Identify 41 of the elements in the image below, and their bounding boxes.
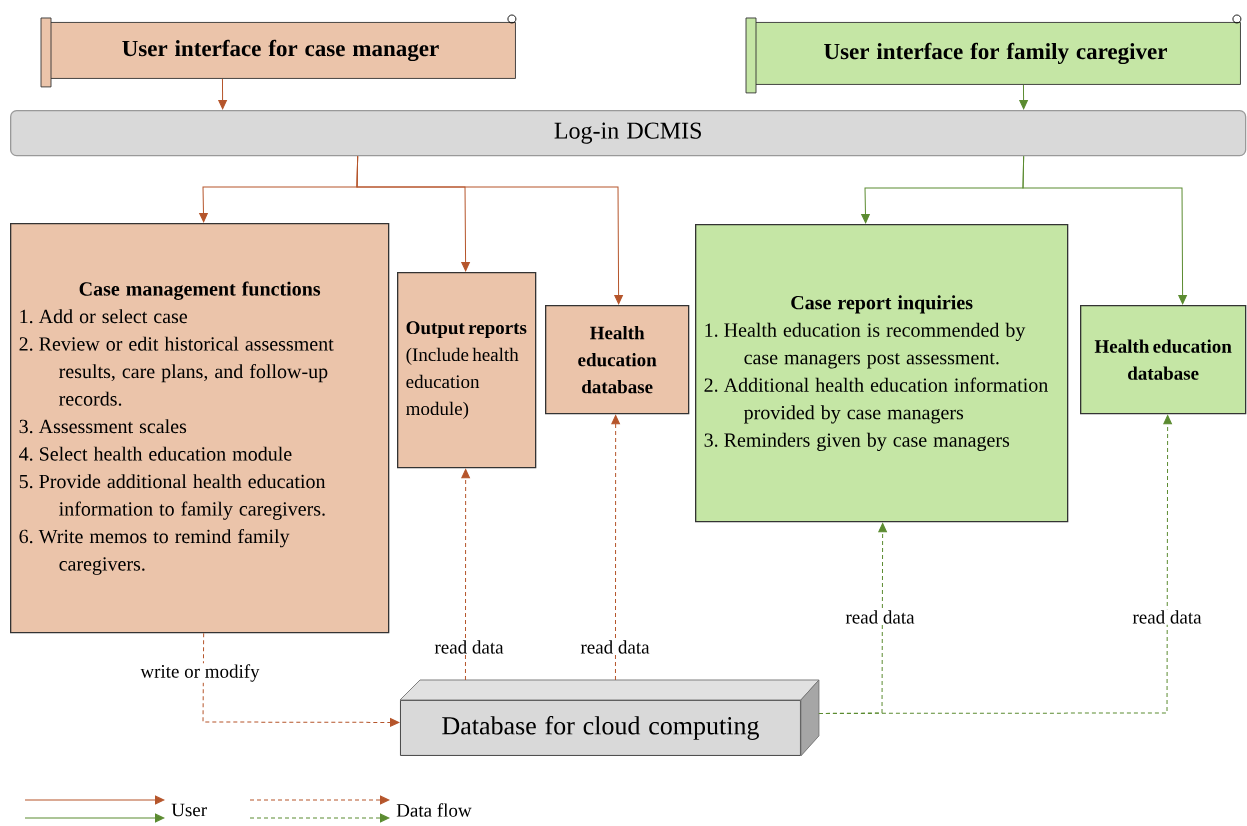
list-item: 4. Select health education module xyxy=(19,446,292,461)
list-item: 2. Additional health education information provided by case managers xyxy=(704,377,1048,424)
banner-title: User interface for case manager xyxy=(122,39,439,62)
report-box xyxy=(397,272,537,469)
box-heading: Case management functions xyxy=(79,281,321,300)
list-item: 5. Provide additional health education information to family caregivers. xyxy=(19,474,326,520)
box-heading: Case report inquiries xyxy=(791,295,973,314)
login-bar xyxy=(10,110,1247,157)
list-item: 1. Add or select case xyxy=(20,309,187,324)
list-item: 1. Health education is recommended by case managers post assessment. xyxy=(705,322,1026,369)
legend-label: Data flow xyxy=(396,803,472,817)
arrow xyxy=(202,632,400,727)
arrow xyxy=(818,415,1172,714)
function-box xyxy=(10,223,390,634)
box-title: Health education database xyxy=(578,325,657,394)
edge-label: write or modify xyxy=(139,663,261,683)
box-title: Health education database xyxy=(1094,339,1232,380)
edge-label: read data xyxy=(579,639,651,655)
bar-label: Log-in DCMIS xyxy=(554,122,701,144)
list-item: 6. Write memos to remind family caregivers. xyxy=(19,528,290,575)
arrow xyxy=(611,415,620,681)
database-box xyxy=(1080,305,1247,415)
legend-label: User xyxy=(171,803,207,817)
edge-label: read data xyxy=(844,609,916,625)
arrow xyxy=(356,155,623,305)
box-label: Database for cloud computing xyxy=(442,716,759,740)
box-title: Output reports xyxy=(406,321,527,338)
database-box xyxy=(545,305,690,415)
arrow xyxy=(461,469,470,681)
list-item: 2. Review or edit historical assessment results, care plans, and follow-up records. xyxy=(19,336,334,406)
edge-label: read data xyxy=(433,639,505,655)
arrow xyxy=(1019,84,1028,110)
function-box xyxy=(695,224,1069,523)
arrow xyxy=(1022,155,1187,305)
list-item: 3. Assessment scales xyxy=(19,419,187,434)
banner-title: User interface for family caregiver xyxy=(824,42,1167,65)
cube-box xyxy=(399,679,820,757)
arrow xyxy=(218,78,227,110)
list-item: 3. Reminders given by case managers xyxy=(704,432,1010,451)
box-text: (Include health education module) xyxy=(406,347,519,419)
edge-label: read data xyxy=(1131,609,1203,625)
